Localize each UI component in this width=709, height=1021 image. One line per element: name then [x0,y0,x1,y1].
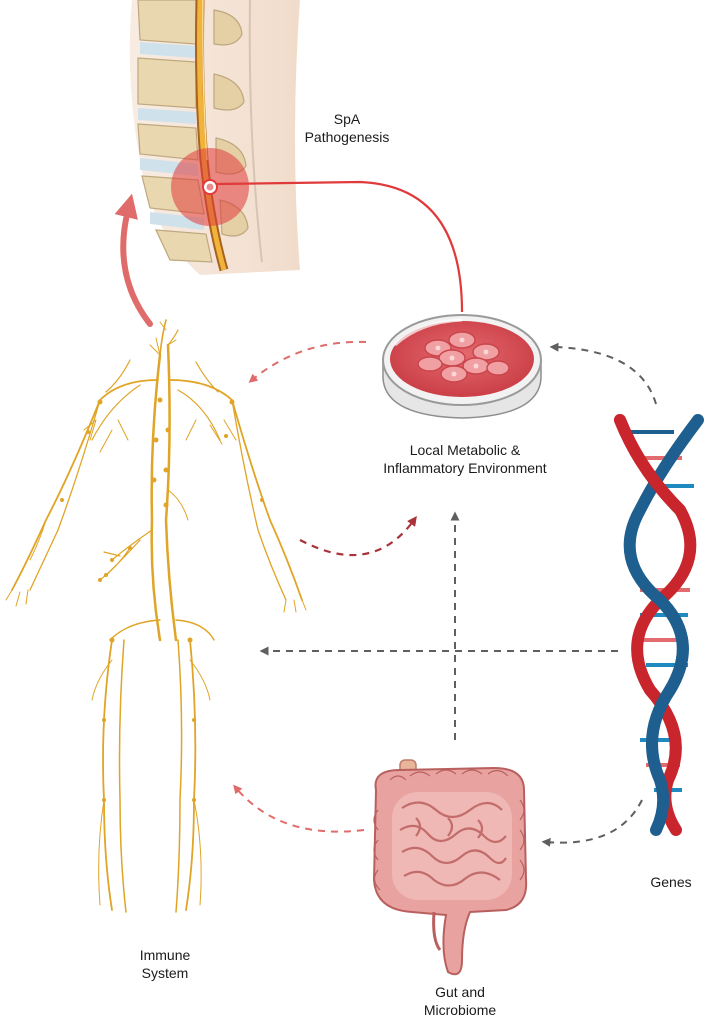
immune-system-figure [5,319,307,913]
spa-label-line2: Pathogenesis [304,129,390,145]
gut-label-line1: Gut and [435,984,485,1000]
immune-label-line1: Immune [139,947,191,963]
genes-to-gut-arrow [541,799,643,847]
immune-to-spine-arrow [114,193,153,327]
intestine-icon [372,759,528,976]
environment-label-line2: Inflammatory Environment [383,460,547,476]
genes-label: Genes [636,873,706,891]
gut-to-immune-arrow [233,784,365,833]
genes-to-environment-arrow [549,342,657,405]
immune-system-label: Immune System [120,946,210,982]
environment-label-line1: Local Metabolic & [409,442,521,458]
genes-label-line1: Genes [650,874,692,890]
immune-label-line2: System [141,965,189,981]
gut-microbiome-label: Gut and Microbiome [410,983,510,1019]
pathogenesis-connector-line [216,180,464,313]
environment-to-immune-arrow [248,340,367,383]
dna-helix-icon [614,414,704,836]
immune-to-environment-arrow [299,515,417,557]
petri-dish-icon [382,314,542,419]
gut-label-line2: Microbiome [423,1002,497,1018]
spa-label-line1: SpA [333,111,361,127]
environment-label: Local Metabolic & Inflammatory Environme… [365,441,565,477]
spa-pathogenesis-label: SpA Pathogenesis [292,110,402,146]
spine-illustration [129,0,300,275]
